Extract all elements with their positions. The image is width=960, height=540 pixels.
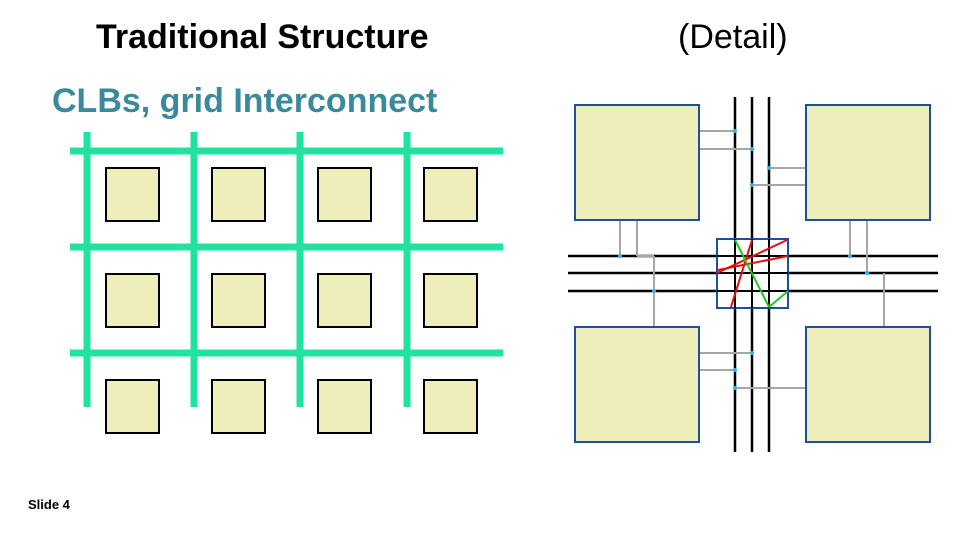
clb-block: [423, 379, 478, 434]
switch-connection-green: [768, 290, 789, 308]
clb-block: [211, 167, 266, 222]
clb-block: [317, 379, 372, 434]
clb-block: [805, 326, 931, 443]
connection-point: [750, 147, 754, 151]
clb-block: [317, 167, 372, 222]
clb-block: [805, 104, 931, 221]
connection-point: [848, 254, 852, 258]
slide-title: Traditional Structure: [96, 18, 429, 56]
clb-block: [211, 379, 266, 434]
clb-grid-diagram: [70, 132, 503, 434]
connection-point: [750, 183, 754, 187]
clb-block: [574, 326, 700, 443]
connection-point: [618, 254, 622, 258]
connection-point: [750, 351, 754, 355]
clb-block: [105, 379, 160, 434]
slide-subtitle: CLBs, grid Interconnect: [52, 82, 438, 120]
connection-point: [733, 386, 737, 390]
connection-point: [652, 289, 656, 293]
clb-block: [574, 104, 700, 221]
clb-block: [105, 167, 160, 222]
clb-block: [423, 273, 478, 328]
switch-connection-red: [730, 239, 753, 308]
switch-connection-red: [717, 255, 789, 271]
detail-label: (Detail): [678, 18, 788, 56]
connection-point: [767, 166, 771, 170]
slide-number: Slide 4: [28, 497, 70, 512]
clb-block: [317, 273, 372, 328]
switch-connection-green: [734, 239, 770, 308]
clb-block: [105, 273, 160, 328]
connection-point: [733, 129, 737, 133]
connection-point: [865, 271, 869, 275]
clb-block: [211, 273, 266, 328]
connection-point: [733, 368, 737, 372]
detail-diagram: [568, 97, 938, 452]
clb-block: [423, 167, 478, 222]
